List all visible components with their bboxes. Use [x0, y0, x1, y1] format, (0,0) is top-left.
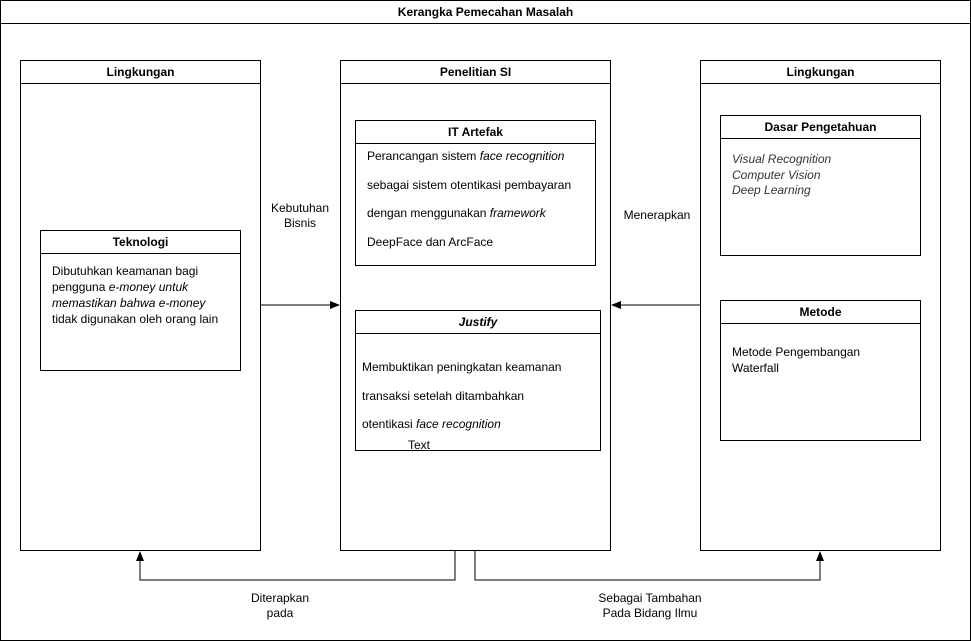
teknologi-line-1: Dibutuhkan keamanan bagi — [52, 264, 199, 278]
menerapkan-label: Menerapkan — [623, 208, 691, 222]
metode-line-2: Waterfall — [732, 361, 779, 375]
teknologi-title: Teknologi — [41, 231, 240, 254]
diterapkan-arrow — [136, 551, 456, 581]
penelitian-si-title: Penelitian SI — [341, 61, 610, 84]
justify-line-3: otentikasi face recognition — [362, 417, 501, 431]
justify-line-1: Membuktikan peningkatan keamanan — [362, 360, 562, 374]
left-environment-title: Lingkungan — [21, 61, 260, 84]
it-artefak-box: IT Artefak — [355, 120, 596, 266]
dasar-pengetahuan-box: Dasar Pengetahuan — [720, 115, 921, 256]
teknologi-line-4: tidak digunakan oleh orang lain — [52, 312, 219, 326]
justify-stray-text: Text — [408, 438, 431, 452]
justify-box: Justify — [355, 310, 601, 451]
dasar-line-3: Deep Learning — [732, 183, 811, 197]
dasar-line-2: Computer Vision — [732, 168, 821, 182]
right-environment-title: Lingkungan — [701, 61, 940, 84]
artefak-line-3: dengan menggunakan framework — [367, 206, 546, 220]
frame-title: Kerangka Pemecahan Masalah — [1, 1, 970, 24]
justify-line-2: transaksi setelah ditambahkan — [362, 389, 525, 403]
dasar-pengetahuan-title: Dasar Pengetahuan — [721, 116, 920, 139]
artefak-line-2: sebagai sistem otentikasi pembayaran — [367, 178, 572, 192]
it-artefak-title: IT Artefak — [356, 121, 595, 144]
teknologi-box: Teknologi — [40, 230, 241, 371]
metode-title: Metode — [721, 301, 920, 324]
teknologi-line-3: memastikan bahwa e-money — [52, 296, 206, 310]
dasar-line-1: Visual Recognition — [732, 152, 832, 166]
justify-title: Justify — [356, 311, 600, 334]
metode-line-1: Metode Pengembangan — [732, 345, 861, 359]
teknologi-line-2: pengguna e-money untuk — [52, 280, 189, 294]
artefak-line-1: Perancangan sistem face recognition — [367, 149, 565, 163]
artefak-line-4: DeepFace dan ArcFace — [367, 235, 494, 249]
tambahan-arrow — [474, 551, 824, 581]
metode-box: Metode — [720, 300, 921, 441]
